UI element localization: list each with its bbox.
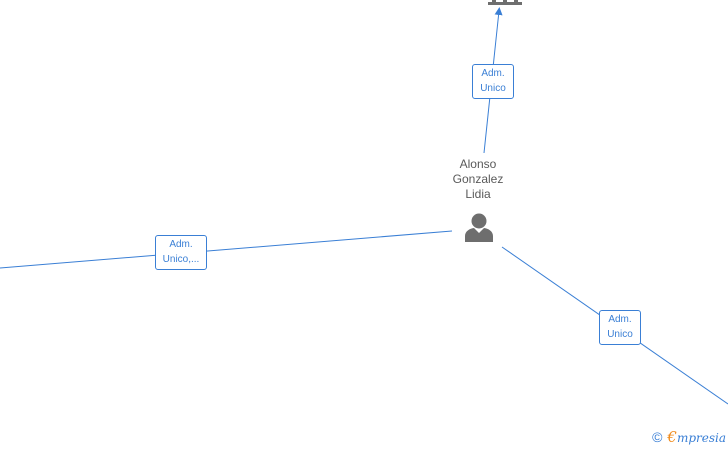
footer-brand: © €mpresia bbox=[652, 428, 726, 446]
brand-logo: €mpresia bbox=[667, 428, 726, 446]
edge-label-line: Adm. bbox=[608, 314, 632, 325]
edge-label-line: Adm. bbox=[481, 68, 505, 79]
person-name-line: Lidia bbox=[465, 187, 491, 201]
edge-label-line: Unico bbox=[480, 83, 506, 94]
edge-line-left bbox=[0, 230, 453, 269]
edge-label-line: Unico,... bbox=[162, 254, 200, 265]
edge-label-line: Adm. bbox=[169, 239, 193, 250]
copyright-symbol: © bbox=[652, 429, 663, 445]
edge-label-right[interactable]: Adm. Unico bbox=[599, 310, 641, 345]
edge-label-left[interactable]: Adm. Unico,... bbox=[155, 235, 207, 270]
person-name-line: Alonso bbox=[459, 157, 497, 171]
brand-rest: mpresia bbox=[676, 431, 726, 445]
person-icon[interactable] bbox=[463, 212, 495, 242]
building-icon[interactable] bbox=[486, 0, 524, 6]
edge-label-line: Unico bbox=[607, 329, 633, 340]
person-name-line: Gonzalez bbox=[452, 172, 504, 186]
edge-label-top[interactable]: Adm. Unico bbox=[472, 64, 514, 99]
person-node-name[interactable]: Alonso Gonzalez Lidia bbox=[440, 157, 516, 202]
brand-first-letter: € bbox=[667, 428, 677, 446]
